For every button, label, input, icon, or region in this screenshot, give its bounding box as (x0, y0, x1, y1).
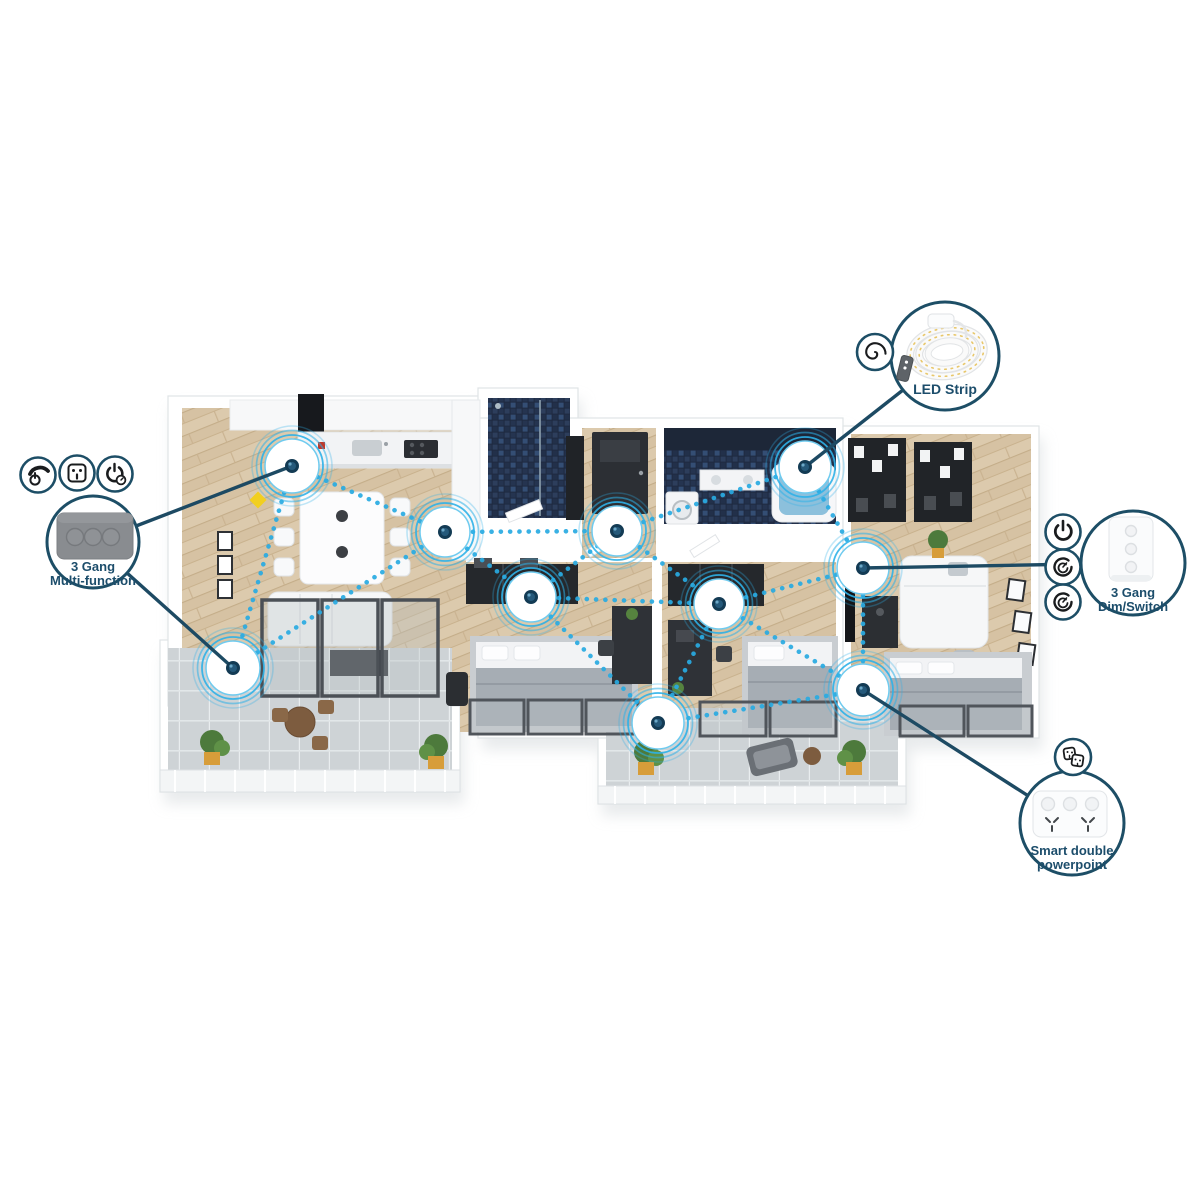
dining-table (299, 491, 385, 585)
mesh-node-dot-balcony-middle (651, 716, 665, 730)
mesh-node-bases (192, 425, 903, 763)
powerpoint-plate (1032, 790, 1108, 838)
mesh-node-dot-kitchen (285, 459, 299, 473)
label-led-strip: LED Strip (913, 381, 977, 397)
door-leaf (689, 534, 721, 559)
mesh-link-n4-n6 (528, 594, 722, 607)
tv (845, 556, 855, 642)
connector-powerpoint (861, 688, 1032, 799)
bedroom-1 (466, 534, 652, 736)
wall-frames (217, 531, 233, 599)
bookshelves (848, 438, 972, 522)
shower-room (495, 400, 544, 524)
mesh-link-n6-n9 (716, 601, 866, 693)
label-powerpoint: Smart double powerpoint (1030, 843, 1114, 873)
mesh-node-dots (226, 459, 870, 730)
cooktop (404, 440, 438, 458)
balcony-left (159, 672, 468, 793)
label-dim-switch: 3 Gang Dim/Switch (1097, 585, 1169, 615)
coffee-table (862, 596, 898, 648)
switch-plate-3gang (56, 512, 134, 560)
mesh-node-dot-entry-hall (610, 524, 624, 538)
plant (837, 740, 866, 775)
range-hood (298, 394, 324, 438)
bedroom-2 (668, 534, 838, 738)
shower-door (504, 498, 544, 524)
vanity (699, 469, 765, 491)
double-socket-icon (1062, 746, 1085, 768)
mesh-node-dot-lounge-right (856, 561, 870, 575)
dimmer-icon (1044, 583, 1082, 621)
mesh-link-n9-n10 (655, 687, 866, 726)
blanket (476, 668, 632, 726)
connector-multi_function (125, 571, 235, 670)
dimmer-arc-icon (19, 456, 57, 494)
switch-plate-dim (1108, 516, 1154, 582)
plant (928, 530, 948, 558)
connector-multi_function (134, 464, 294, 528)
desk-chair (598, 640, 614, 656)
mesh-link-n6-n8 (716, 565, 866, 607)
callout-powerpoint (1018, 737, 1126, 877)
lounge-right (845, 438, 1037, 738)
power-icon (1044, 513, 1082, 551)
yellow-tag (249, 491, 267, 509)
connector-led_strip (803, 388, 905, 469)
mesh-node-dot-balcony-left (226, 661, 240, 675)
socket-icon (58, 454, 96, 492)
living-area (260, 591, 440, 698)
entry-hall (566, 432, 648, 520)
label-multi-function: 3 Gang Multi-function (50, 559, 136, 589)
outdoor-table (284, 706, 316, 738)
kitchen-counter (297, 431, 469, 469)
callouts (19, 300, 1187, 877)
kitchen-area (229, 394, 481, 561)
callout-dim-switch (1044, 509, 1187, 621)
grill (446, 672, 468, 706)
balcony-middle (597, 737, 907, 805)
glass-doors-living (260, 598, 440, 698)
mesh-node-dot-bathroom (798, 460, 812, 474)
callout-connector-lines (125, 388, 1083, 799)
plant (419, 734, 448, 769)
dimmer-icon (1044, 548, 1082, 586)
callout-led-strip (855, 300, 1001, 412)
side-table (803, 747, 821, 765)
mesh-node-dot-bedroom-3 (856, 683, 870, 697)
plant (200, 730, 230, 765)
led-controller (927, 313, 955, 329)
led-remote (896, 355, 914, 382)
spiral-icon (865, 342, 887, 360)
dining-area (217, 491, 411, 599)
hall-cabinet (566, 436, 584, 520)
mesh-node-dot-living-dining (438, 525, 452, 539)
mesh-link-n1-n2 (289, 463, 448, 535)
mesh-link-n5-n7 (614, 464, 808, 534)
shower-room-floor (488, 398, 570, 518)
mesh-node-dot-bedroom-2 (712, 597, 726, 611)
mesh-node-dot-bedroom-1 (524, 590, 538, 604)
sofa (899, 555, 989, 649)
glass-doors-bed1 (468, 698, 640, 736)
desk-chair (716, 646, 732, 662)
sink (352, 440, 382, 456)
callout-multi-function (19, 454, 141, 590)
power-timer-icon (96, 455, 134, 493)
